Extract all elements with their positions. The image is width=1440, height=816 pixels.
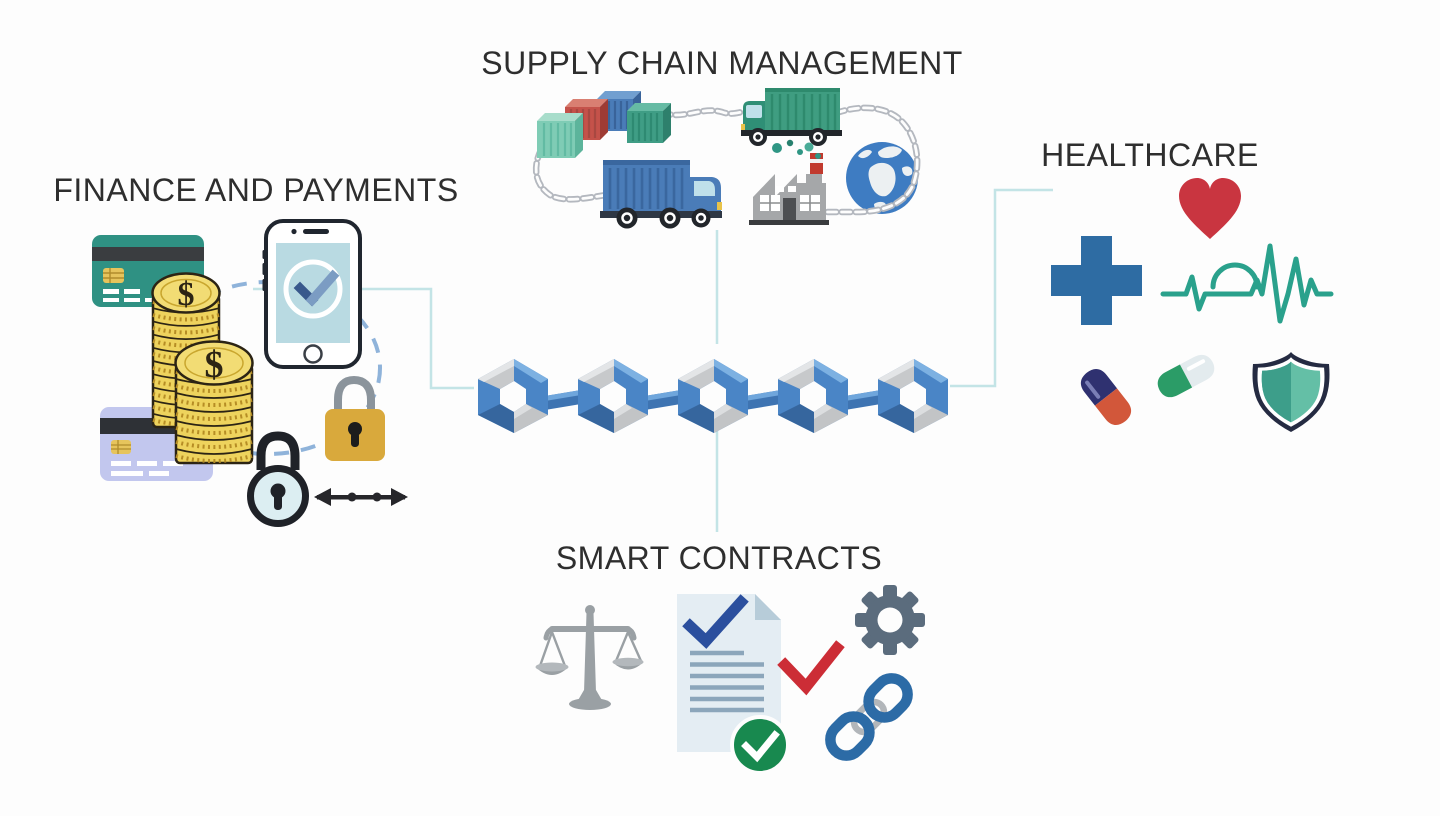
- healthcare-icons: [1051, 178, 1334, 432]
- svg-text:$: $: [178, 276, 195, 313]
- chain-link-1: [478, 359, 548, 433]
- capsule-pill-navy-orange: [1080, 368, 1132, 426]
- factory-windows: [760, 186, 820, 211]
- chain-link-2: [578, 359, 648, 433]
- padlock-gold: [325, 375, 385, 461]
- chain-link-3: [678, 359, 748, 433]
- finance-title: FINANCE AND PAYMENTS: [53, 172, 459, 208]
- coin-stack-front: $: [174, 340, 254, 465]
- container-mint: [537, 113, 583, 158]
- justice-scales: [535, 605, 644, 710]
- factory: [749, 153, 829, 225]
- supply-chain-icons: [532, 88, 921, 229]
- healthcare-title: HEALTHCARE: [1041, 137, 1259, 173]
- gray-chain-rope-globe: [814, 104, 921, 216]
- chain-link-4: [778, 359, 848, 433]
- gray-chain-rope: [532, 107, 746, 203]
- cargo-truck-blue: [600, 160, 722, 229]
- ekg-pulse-line: [1160, 243, 1334, 324]
- smoke-dots: [772, 139, 821, 159]
- document-lines: [690, 650, 764, 713]
- smart-contracts-icons: [535, 585, 925, 775]
- red-checkmark: [777, 640, 845, 696]
- svg-text:$: $: [205, 344, 224, 386]
- contract-document: [677, 594, 790, 775]
- container-dark-teal: [627, 103, 671, 143]
- blockchain-chain: [478, 359, 948, 433]
- smart-contracts-title: SMART CONTRACTS: [555, 540, 883, 576]
- capsule-pill-green-white: [1157, 354, 1215, 398]
- finance-icons: $ $: [92, 219, 408, 527]
- padlock-round: [247, 431, 309, 527]
- chain-links-icon: [825, 673, 913, 761]
- security-shield: [1252, 352, 1330, 432]
- globe: [846, 142, 918, 214]
- connector-right: [950, 188, 1053, 388]
- home-button: [303, 344, 323, 364]
- coin-stacks: $ $: [151, 272, 254, 465]
- checkmark-icon: [293, 269, 340, 307]
- gear-icon: [855, 585, 925, 655]
- document-checkmark: [682, 594, 749, 649]
- heart-icon: [1179, 178, 1241, 239]
- check-circle: [283, 259, 343, 319]
- smartphone-payment-check: [262, 219, 362, 369]
- supply-chain-title: SUPPLY CHAIN MANAGEMENT: [481, 45, 963, 81]
- cargo-truck-green: [741, 88, 842, 146]
- approved-badge: [730, 715, 790, 775]
- medical-cross-icon: [1051, 236, 1142, 325]
- shipping-containers: [537, 91, 671, 158]
- connector-lines: [253, 188, 1053, 532]
- chain-link-5: [878, 359, 948, 433]
- transfer-arrow: [314, 488, 408, 506]
